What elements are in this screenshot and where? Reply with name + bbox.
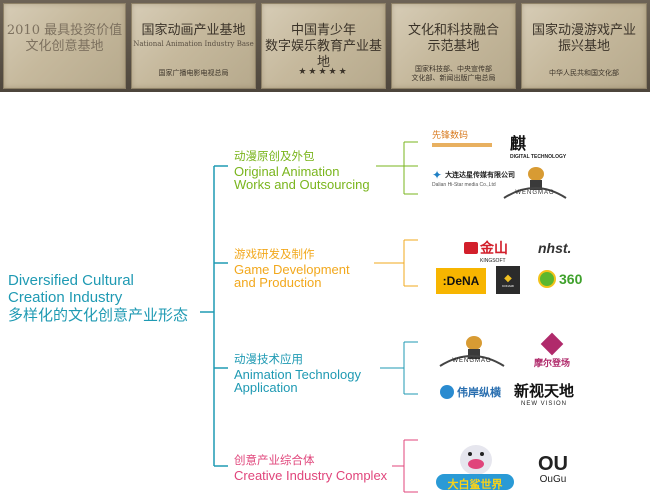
logo-digital-technology: 麒 DIGITAL TECHNOLOGY <box>510 130 570 160</box>
logo-subtext: NEW VISION <box>521 401 568 407</box>
branch-animation-technology: 动漫技术应用 Animation Technology Application <box>234 352 361 395</box>
logo-text: 新视天地 <box>514 383 575 400</box>
branch-game-development: 游戏研发及制作 Game Development and Production <box>234 247 350 290</box>
plaque-national-animation-base: 国家动画产业基地 National Animation Industry Bas… <box>131 3 256 89</box>
plaque-youth-digital-entertainment: 中国青少年 数字娱乐教育产业基地 ★★★★★ <box>261 3 386 89</box>
plaque-title-line1: 国家动漫游戏产业 <box>531 23 636 38</box>
plaque-title-line1: 国家动画产业基地 <box>141 23 246 38</box>
logo-text: :DeNA <box>442 274 480 288</box>
logo-subtext: KINGSOFT <box>480 258 506 264</box>
branch-english-line: Works and Outsourcing <box>234 177 370 192</box>
logo-text: 先锋数码 <box>432 130 469 140</box>
branch-chinese-label: 动漫技术应用 <box>234 352 303 366</box>
branch-english-line: Animation Technology <box>234 367 361 382</box>
branch-chinese-label: 动漫原创及外包 <box>234 149 315 163</box>
360-icon <box>538 270 556 288</box>
branch-english-line: and Production <box>234 275 322 290</box>
bracket-original-animation <box>376 141 418 195</box>
logo-glyph: 麒 <box>510 134 527 153</box>
award-plaques-banner: 2010 最具投资价值 文化创意基地 国家动画产业基地 National Ani… <box>0 0 650 92</box>
plaque-title-line1: 2010 最具投资价值 <box>6 23 123 38</box>
root-chinese-label: 多样化的文化创意产业形态 <box>8 306 189 324</box>
logo-text: KONAMI <box>502 283 514 288</box>
branch-english-line: Game Development <box>234 262 350 277</box>
branch-original-animation: 动漫原创及外包 Original Animation Works and Out… <box>234 149 370 192</box>
bracket-animation-technology <box>380 341 418 395</box>
logo-text: 360 <box>559 271 583 287</box>
plaque-animation-game-revitalization: 国家动漫游戏产业 振兴基地 中华人民共和国文化部 <box>521 3 647 89</box>
plaque-title-line2: 振兴基地 <box>557 39 610 54</box>
kingsoft-icon <box>464 242 478 254</box>
logo-kingsoft: 金山 KINGSOFT <box>464 238 508 264</box>
branch-english-line: Original Animation <box>234 164 340 179</box>
logo-underline <box>432 143 492 147</box>
plaque-issuer: 国家科技部、中央宣传部 文化部、新闻出版广电总局 <box>411 65 496 82</box>
logo-ougu: OU OuGu <box>528 454 578 485</box>
plaque-title-line1: 文化和科技融合 <box>407 23 499 38</box>
plaque-investment-value: 2010 最具投资价值 文化创意基地 <box>3 3 126 89</box>
branch-chinese-label: 创意产业综合体 <box>234 453 315 467</box>
plaque-issuer: 国家广播电影电视总局 <box>158 69 229 77</box>
wengmao-mascot-icon <box>503 167 567 199</box>
root-english-line2: Creation Industry <box>8 289 123 306</box>
logo-text: 大连达星传媒有限公司 <box>445 172 516 179</box>
plaque-english-subtitle: National Animation Industry Base <box>133 40 254 48</box>
plaque-title-line1: 中国青少年 <box>290 23 356 38</box>
logo-dena: :DeNA <box>436 268 486 294</box>
logo-text: OuGu <box>539 474 567 485</box>
branch-english-line: Creative Industry Complex <box>234 468 388 483</box>
plaque-title-line2: 数字娱乐教育产业基地 <box>264 39 382 70</box>
branch-chinese-label: 游戏研发及制作 <box>234 247 315 261</box>
logo-text: WENGMAO <box>452 358 492 364</box>
bracket-game-development <box>374 239 418 287</box>
logo-text: 金山 <box>480 240 508 256</box>
logo-subtext: Dalian Hi-Star media Co.,Ltd <box>432 182 496 188</box>
logo-great-white-shark-world: 大白鲨世界 <box>430 440 520 494</box>
logo-text: 摩尔登场 <box>533 358 570 368</box>
branch-english-line: Application <box>234 380 298 395</box>
logo-konami: ◆ KONAMI <box>496 266 520 294</box>
logo-nhst: nhst. <box>538 240 572 256</box>
bracket-creative-industry <box>392 439 418 493</box>
logo-text: 大白鲨世界 <box>447 479 503 491</box>
root-concept-label: Diversified Cultural Creation Industry 多… <box>8 272 188 324</box>
logo-text: DIGITAL TECHNOLOGY <box>510 154 567 160</box>
logo-wengmao-character: WENGMAO <box>500 164 570 202</box>
root-english-line1: Diversified Cultural <box>8 272 134 289</box>
konami-icon: ◆ <box>504 272 512 284</box>
logo-weian-zongheng: 伟岸纵横 <box>440 384 501 400</box>
plaque-title-line2: 文化创意基地 <box>25 39 104 54</box>
logo-new-vision: 新视天地 NEW VISION <box>514 380 574 407</box>
plaque-title-line2: 示范基地 <box>427 39 480 54</box>
wengmao-mascot-icon <box>439 336 505 367</box>
logo-wengmao-character: WENGMAO <box>436 334 508 370</box>
weian-icon <box>440 385 454 399</box>
star-icon: ✦ <box>432 168 443 182</box>
logo-360: 360 <box>538 270 582 288</box>
logo-xianfeng-digital: 先锋数码 <box>432 128 502 147</box>
logo-moore-debut: 摩尔登场 <box>522 332 582 369</box>
ougu-icon: OU <box>538 453 568 475</box>
logo-hi-star-media: ✦ 大连达星传媒有限公司 Dalian Hi-Star media Co.,Lt… <box>432 168 515 188</box>
logo-text: 伟岸纵横 <box>457 387 501 399</box>
logo-text: WENGMAO <box>515 190 555 196</box>
plaque-issuer: 中华人民共和国文化部 <box>549 69 619 77</box>
branch-creative-industry: 创意产业综合体 Creative Industry Complex <box>234 453 388 483</box>
moore-icon <box>540 332 564 356</box>
plaque-culture-technology-fusion: 文化和科技融合 示范基地 国家科技部、中央宣传部 文化部、新闻出版广电总局 <box>391 3 516 89</box>
plaque-stars: ★★★★★ <box>298 67 349 77</box>
shark-mascot-icon <box>436 445 514 490</box>
